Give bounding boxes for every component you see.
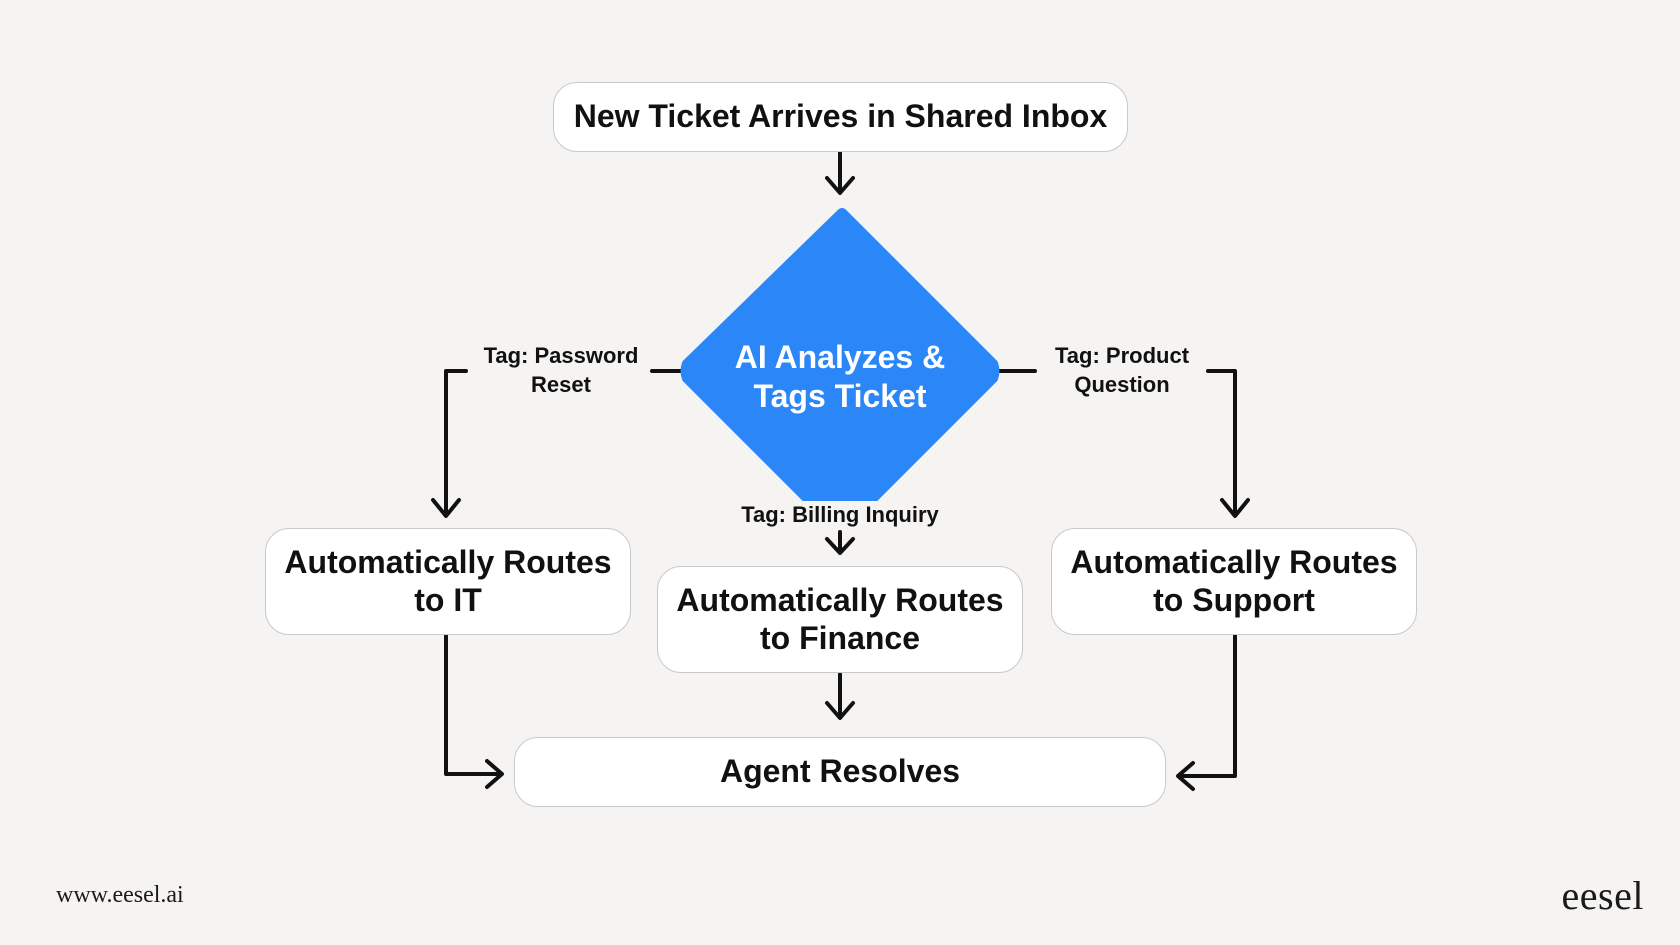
connector-support-to-agent: [1178, 634, 1237, 778]
decision-label: AI Analyzes & Tags Ticket: [734, 339, 946, 415]
edge-label-product-question: Tag: Product Question: [1054, 343, 1190, 397]
arrowhead-finance: [825, 537, 855, 555]
edge-label-password-reset: Tag: Password Reset: [483, 343, 639, 397]
arrowhead-support: [1220, 498, 1250, 518]
arrowhead-agent-center: [825, 701, 855, 720]
arrowhead-agent-left: [485, 759, 504, 789]
arrowhead-decision: [825, 176, 855, 195]
start-node-label: New Ticket Arrives in Shared Inbox: [573, 98, 1108, 135]
brand-logo: eesel: [1561, 873, 1644, 918]
arrowhead-agent-right: [1176, 761, 1195, 791]
footer-url: www.eesel.ai: [56, 882, 184, 908]
route-support-label: Automatically Routes to Support: [1070, 543, 1398, 618]
decision-diamond: [680, 208, 1000, 507]
route-support-node: Automatically Routes to Support: [1051, 528, 1417, 635]
connector-it-to-agent: [444, 634, 502, 776]
connector-decision-to-it: [444, 369, 685, 516]
connector-decision-to-support: [995, 369, 1237, 516]
end-node: Agent Resolves: [514, 737, 1166, 807]
arrowhead-it: [431, 498, 461, 518]
route-finance-node: Automatically Routes to Finance: [657, 566, 1023, 673]
route-finance-label: Automatically Routes to Finance: [676, 581, 1004, 656]
start-node: New Ticket Arrives in Shared Inbox: [553, 82, 1128, 152]
route-it-node: Automatically Routes to IT: [265, 528, 631, 635]
route-it-label: Automatically Routes to IT: [284, 543, 612, 618]
edge-label-billing-inquiry: Tag: Billing Inquiry: [700, 501, 980, 530]
end-node-label: Agent Resolves: [719, 753, 961, 790]
